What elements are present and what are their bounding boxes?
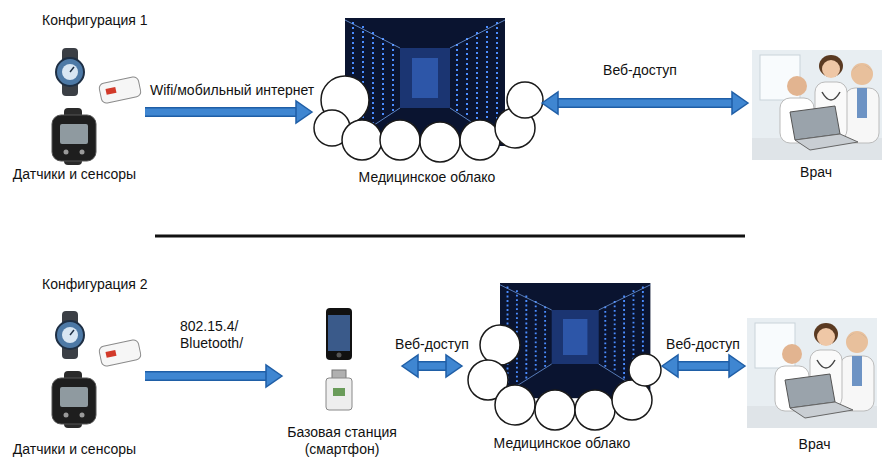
arrow-shaft [145,371,268,381]
cloud-shape [420,122,460,162]
sensor-icons [52,48,142,165]
arrow-head [729,355,745,377]
arrow-shaft [145,107,298,117]
arrow-shaft [676,361,731,371]
base-station: Базовая станция (смартфон) [282,305,402,460]
connection-label: Wifi/мобильный интернет [150,82,314,99]
doctor-photo [747,318,877,428]
node-caption: Медицинское облако [359,169,496,188]
arrow-shaft [416,361,448,371]
cloud-shape [495,385,535,425]
connection-label: Веб-доступ [666,336,740,353]
arrow-connector [145,101,312,123]
sensor-icons [52,311,142,428]
arrow-head [296,101,312,123]
node-caption: Врач [799,436,831,455]
arrow-shaft [556,98,734,108]
doctor-photo: Врач [745,315,884,455]
arrow-shaft [145,109,298,116]
sensor-icons [52,48,142,165]
arrow-head [732,92,748,114]
cloud-shape [575,390,615,430]
cloud-shape [380,120,420,160]
arrow-shaft [676,363,731,370]
smartphone-icon [337,353,342,358]
smartphone-icon [326,308,352,360]
node-caption: Датчики и сенсоры [13,441,136,460]
sensor-icons [52,311,142,428]
cloud-shape [468,325,661,430]
cloud-server: Медицинское облако [462,283,662,454]
arrow-head [446,355,462,377]
cloud-shape [342,120,382,160]
arrow-head [662,355,678,377]
arrow-connector [402,355,462,377]
doctor-photo [752,50,882,160]
arrow-head [266,365,282,387]
cloud-shape [629,354,661,386]
connection-label: Веб-доступ [395,336,469,353]
configuration-heading: Конфигурация 1 [42,12,148,29]
usb-dongle-icon [333,388,345,396]
arrow-head [402,355,418,377]
node-caption: Датчики и сенсоры [13,166,136,185]
cloud-shape [480,325,520,365]
connection-label: 802.15.4/ Bluetooth/ [180,318,265,352]
connection-label: Веб-доступ [603,62,677,79]
node-caption: Медицинское облако [494,435,631,454]
arrow-shaft [556,100,734,107]
smartphone-icon [326,308,352,360]
divider-line [155,235,745,238]
doctor-photo: Врач [748,48,884,183]
node-caption: Базовая станция (смартфон) [282,424,402,460]
doctor-photo [752,50,882,160]
doctor-photo [747,318,877,428]
configuration-heading: Конфигурация 2 [42,276,148,293]
sensor-group: Датчики и сенсоры [4,308,145,460]
usb-dongle-icon [326,378,352,410]
cloud-shape [314,76,543,162]
arrow-head [542,92,558,114]
arrow-shaft [416,363,448,370]
arrow-shaft [145,373,268,380]
arrow-connector [542,92,748,114]
cloud-shape [460,120,500,160]
cloud-server: Медицинское облако [312,15,542,188]
node-caption: Врач [800,164,832,183]
usb-dongle-icon [326,370,352,410]
cloud-shape [535,390,575,430]
smartphone-icon [328,315,350,351]
sensor-group: Датчики и сенсоры [4,45,145,185]
arrow-connector [145,365,282,387]
cloud-shape [507,82,543,118]
arrow-connector [662,355,745,377]
